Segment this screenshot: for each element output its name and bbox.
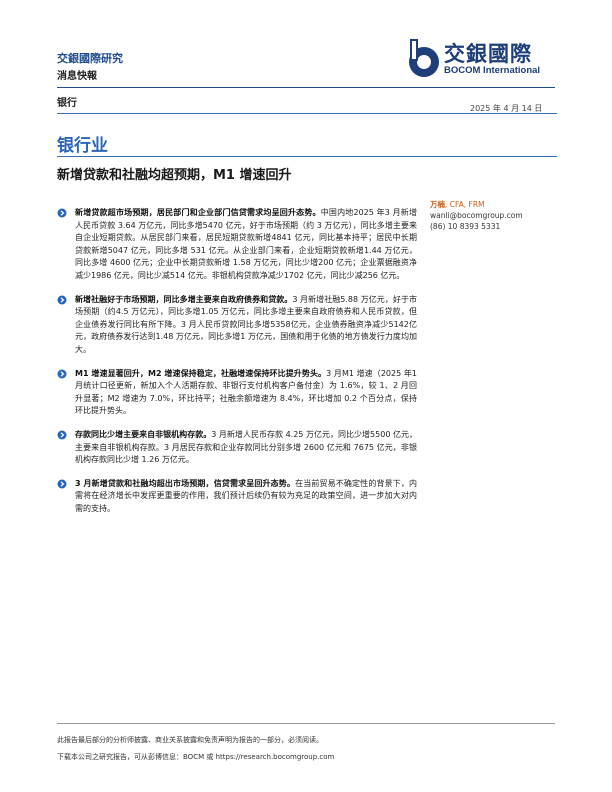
bullet-body: 在当前贸易不确定性的背景下，内需将在经济增长中发挥更重要的作用，我们预计后续仍有…	[75, 478, 418, 513]
footer-disclaimer: 此报告最后部分的分析师披露、商业关系披露和免责声明为报告的一部分，必须阅读。	[57, 736, 323, 744]
title-rule	[57, 156, 557, 157]
arrow-bullet-icon	[57, 430, 67, 440]
bullet-point: 存款同比少增主要来自非银机构存款。3 月新增人民币存款 4.25 万亿元，同比少…	[55, 429, 417, 467]
author-phone: (86) 10 8393 5331	[430, 222, 501, 231]
sector-rule	[57, 113, 557, 114]
bullet-lead: M1 增速显著回升，M2 增速保持稳定，社融增速保持环比提升势头。	[75, 368, 327, 378]
research-link[interactable]: https://research.bocomgroup.com	[215, 753, 335, 761]
bullet-body: 3 月新增人民币存款 4.25 万亿元，同比少增5500 亿元，主要来自非银机构…	[75, 429, 417, 465]
arrow-bullet-icon	[57, 295, 67, 305]
footer-download-text: 下载本公司之研究报告，可从彭博信息：BOCM 或	[57, 753, 214, 761]
logo-english-name: BOCOM International	[444, 65, 541, 76]
bullet-lead: 新增社融好于市场预期，同比多增主要来自政府债券和贷款。	[75, 294, 293, 304]
footer-rule	[57, 723, 555, 724]
author-credentials: , CFA, FRM	[445, 200, 485, 209]
header-rule	[57, 87, 555, 88]
bullet-body: 3 月新增社融5.88 万亿元，好于市场预期（约4.5 万亿元），同比多增1.0…	[75, 294, 417, 354]
bullet-lead: 3 月新增贷款和社融均超出市场预期，信贷需求呈回升态势。	[75, 478, 296, 488]
key-points: 新增贷款超市场预期，居民部门和企业部门信贷需求均呈回升态势。中国内地2025 年…	[55, 207, 417, 526]
logo-chinese-name: 交銀國際	[444, 41, 532, 66]
bullet-point: M1 增速显著回升，M2 增速保持稳定，社融增速保持环比提升势头。3 月M1 增…	[55, 368, 417, 418]
bocom-logo: 交銀國際 BOCOM International	[402, 36, 562, 84]
bullet-lead: 新增贷款超市场预期，居民部门和企业部门信贷需求均呈回升态势。	[75, 208, 321, 217]
brand-name: 交銀國際研究	[57, 52, 123, 65]
bullet-body: 3 月M1 增速（2025 年1 月统计口径更新，新加入个人活期存款、非银行支付…	[75, 368, 417, 416]
arrow-bullet-icon	[57, 369, 67, 379]
arrow-bullet-icon	[57, 208, 67, 218]
bullet-point: 新增贷款超市场预期，居民部门和企业部门信贷需求均呈回升态势。中国内地2025 年…	[55, 207, 417, 283]
arrow-bullet-icon	[57, 479, 67, 489]
bocom-logo-icon	[409, 39, 439, 77]
sector-tag: 银行	[57, 98, 77, 109]
author-name: 万楠	[430, 200, 445, 209]
bullet-point: 3 月新增贷款和社融均超出市场预期，信贷需求呈回升态势。在当前贸易不确定性的背景…	[55, 478, 417, 516]
footer: 此报告最后部分的分析师披露、商业关系披露和免责声明为报告的一部分，必须阅读。 下…	[57, 732, 334, 766]
sector-title: 银行业	[57, 136, 108, 156]
bullet-body: 中国内地2025 年3 月新增人民币贷款 3.64 万亿元，同比多增5470 亿…	[75, 208, 417, 280]
author-block: 万楠, CFA, FRM wanli@bocomgroup.com (86) 1…	[430, 199, 523, 232]
headline: 新增贷款和社融均超预期，M1 增速回升	[57, 168, 292, 183]
report-type: 消息快報	[57, 71, 97, 82]
report-date: 2025 年 4 月 14 日	[470, 104, 543, 113]
bullet-lead: 存款同比少增主要来自非银机构存款。	[75, 429, 212, 439]
bullet-point: 新增社融好于市场预期，同比多增主要来自政府债券和贷款。3 月新增社融5.88 万…	[55, 294, 417, 357]
author-email[interactable]: wanli@bocomgroup.com	[430, 211, 523, 220]
